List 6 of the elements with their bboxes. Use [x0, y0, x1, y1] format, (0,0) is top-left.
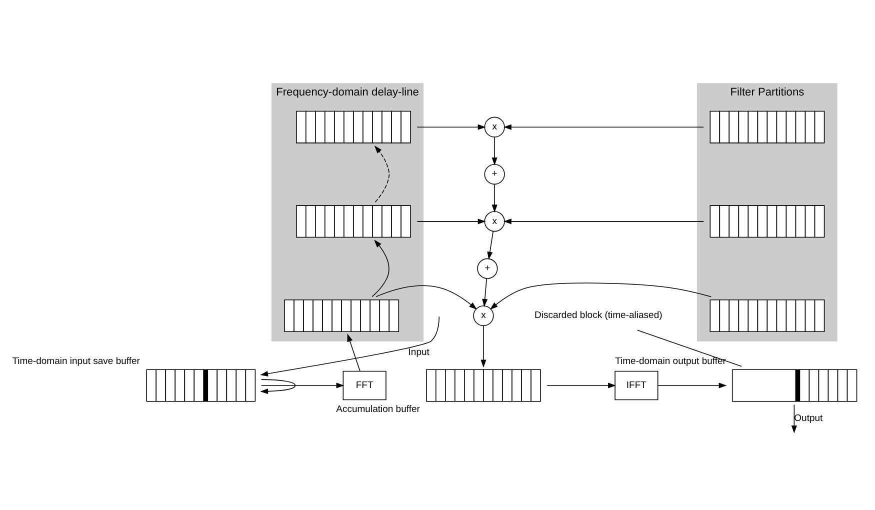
node-label: Time-domain input save buffer [12, 356, 140, 367]
node-label: Accumulation buffer [336, 404, 420, 416]
node-label: Time-domain output buffer [615, 356, 726, 367]
edge-label: Input [408, 347, 430, 358]
edge-label: Output [794, 412, 823, 424]
node-text: Discarded block (time-aliased) [534, 310, 662, 322]
